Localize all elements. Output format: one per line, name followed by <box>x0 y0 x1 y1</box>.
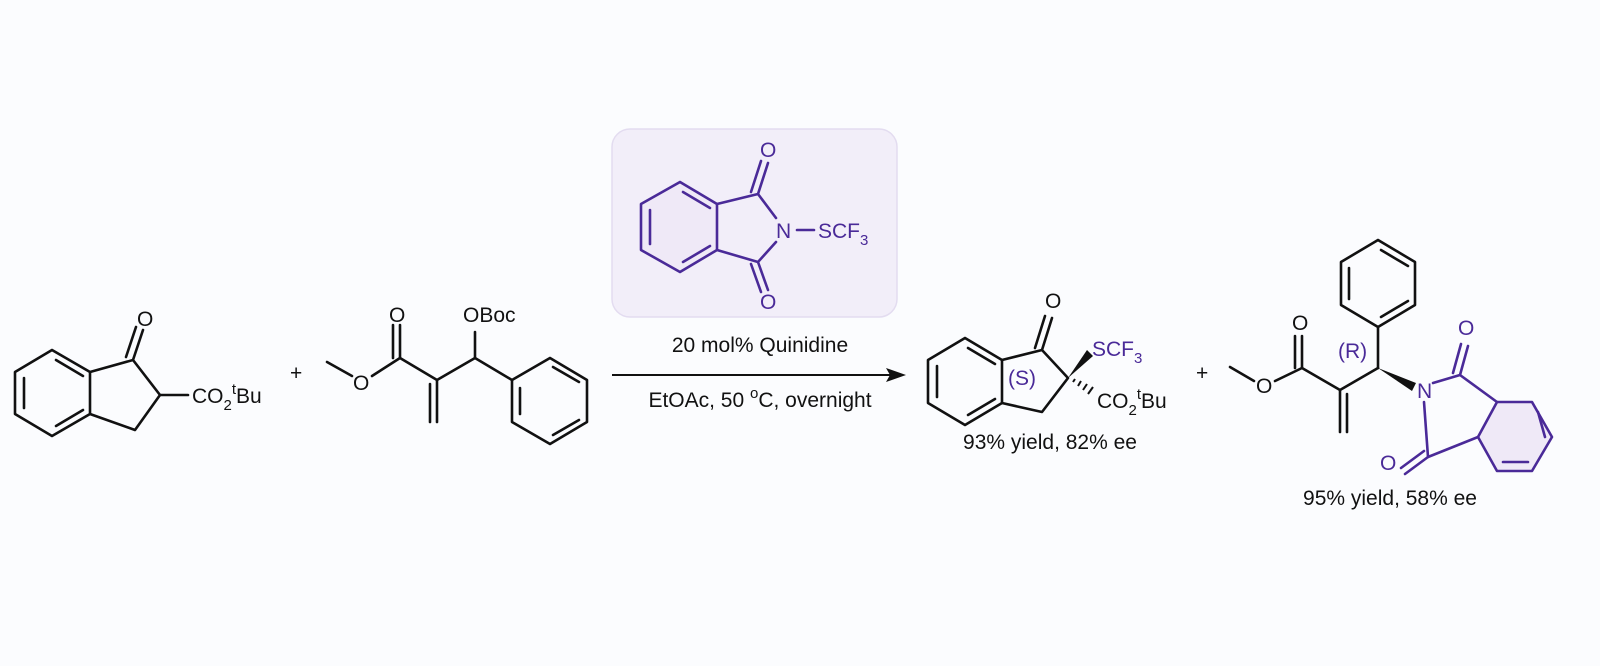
product2-imide-oxygen-bottom: O <box>1380 452 1396 475</box>
reagent-box: O O N SCF3 <box>611 128 898 318</box>
carbonyl-oxygen-label: O <box>389 304 405 327</box>
reaction-arrow <box>612 368 906 382</box>
plus-sign: + <box>1196 362 1208 385</box>
product2-carbonyl-oxygen: O <box>1292 312 1308 335</box>
reagent-scf3: SCF3 <box>818 220 868 249</box>
product2-imide-oxygen-top: O <box>1458 317 1474 340</box>
reactant-mbh-carbonate: O O OBoc <box>325 304 589 446</box>
product-1: O SCF3 CO2tBu (S) 93% yield, 82% ee <box>926 290 1167 454</box>
product2-result: 95% yield, 58% ee <box>1303 487 1477 510</box>
product1-result: 93% yield, 82% ee <box>963 431 1137 454</box>
carbonyl-oxygen-label: O <box>137 308 153 331</box>
product2-ester-oxygen: O <box>1256 375 1272 398</box>
product1-stereo-label: (S) <box>1008 367 1036 390</box>
plus-sign: + <box>290 362 302 385</box>
product2-nitrogen: N <box>1417 380 1432 403</box>
product1-scf3: SCF3 <box>1092 338 1142 367</box>
condition-solvent-temp: EtOAc, 50 oC, overnight <box>648 385 871 412</box>
reagent-oxygen-bottom: O <box>760 291 776 314</box>
condition-catalyst: 20 mol% Quinidine <box>672 334 848 357</box>
reagent-nitrogen: N <box>776 220 791 243</box>
product2-stereo-label: (R) <box>1338 340 1367 363</box>
ester-label: CO2tBu <box>192 381 262 414</box>
oboc-label: OBoc <box>463 304 516 327</box>
product-2: O O N O O (R) 95% yield, 58% ee <box>1228 238 1554 510</box>
ester-oxygen-label: O <box>353 372 369 395</box>
reactant-indanone-ester: O CO2tBu <box>13 308 262 438</box>
product1-ester: CO2tBu <box>1097 386 1167 419</box>
product1-oxygen: O <box>1045 290 1061 313</box>
reagent-oxygen-top: O <box>760 139 776 162</box>
